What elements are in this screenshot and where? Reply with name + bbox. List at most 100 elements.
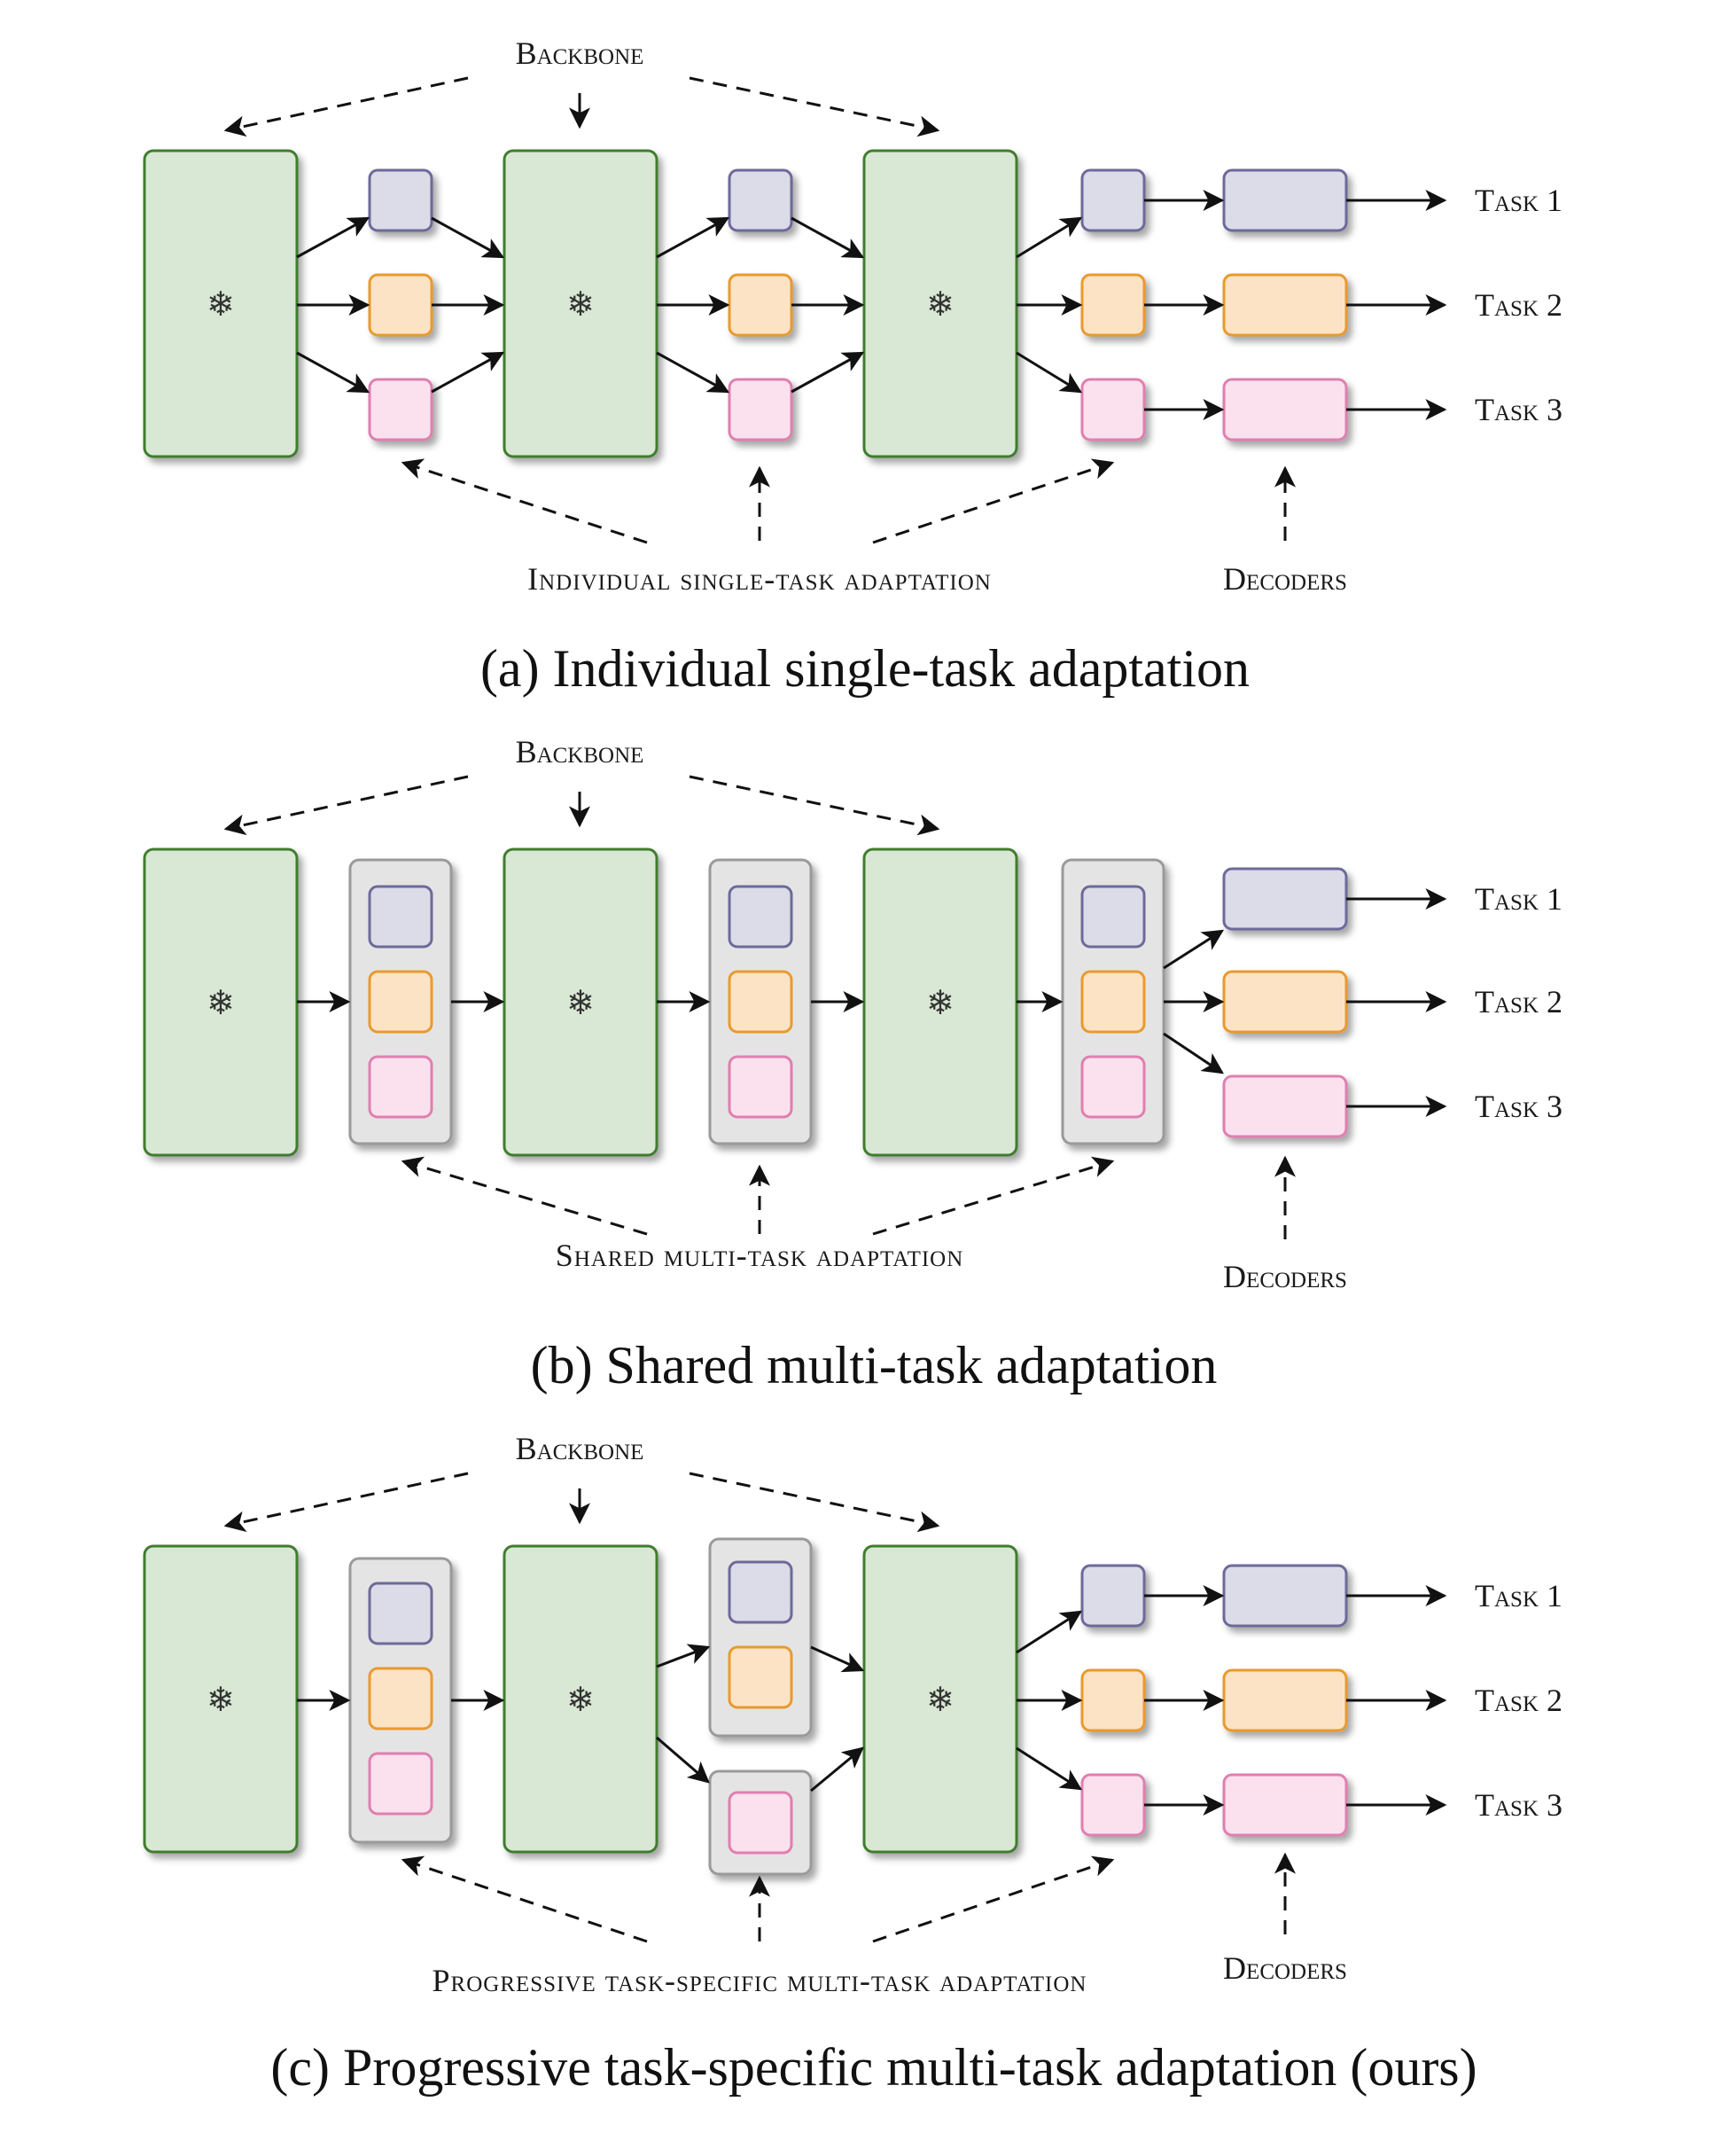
adaptation-label: Shared multi-task adaptation — [556, 1238, 964, 1273]
task-specific-adapter-group — [708, 1769, 813, 1876]
adapter-task2 — [1080, 1668, 1146, 1732]
panel-b: Backbone ❄ ❄ ❄ — [143, 734, 1562, 1394]
snowflake-icon: ❄ — [207, 983, 235, 1022]
decoders — [1222, 168, 1348, 441]
decoders — [1222, 1564, 1348, 1837]
snowflake-icon: ❄ — [566, 983, 595, 1022]
single-task-adapters — [368, 168, 1146, 441]
flow-arrows — [296, 190, 1447, 420]
snowflake-icon: ❄ — [207, 1680, 235, 1719]
adapter-task2 — [368, 273, 433, 337]
adapter-task2 — [728, 273, 793, 337]
caption-b: (b) Shared multi-task adaptation — [531, 1336, 1218, 1394]
task-label-2: Task 2 — [1475, 287, 1562, 323]
decoder-task1 — [1222, 168, 1348, 232]
decoder-task3 — [1222, 378, 1348, 441]
flow-arrows — [297, 888, 1447, 1117]
backbone-label: Backbone — [516, 35, 644, 71]
backbone-pointer-arrows — [223, 775, 940, 836]
adapter-task2 — [1080, 970, 1146, 1034]
adapter-task3 — [728, 1791, 793, 1855]
adaptation-pointer-arrows — [401, 458, 1296, 544]
adapter-task1 — [728, 1560, 793, 1624]
partial-shared-adapter-group — [708, 1537, 813, 1738]
adapter-task2 — [368, 970, 433, 1034]
single-task-adapters — [1080, 1564, 1146, 1837]
backbone-pointer-arrows — [223, 76, 940, 137]
backbone-block-2: ❄ — [503, 1544, 658, 1854]
adaptation-label: Progressive task-specific multi-task ada… — [432, 1963, 1087, 1998]
panel-c: Backbone ❄ ❄ ❄ — [143, 1431, 1562, 2097]
shared-adapter-group — [1061, 858, 1165, 1145]
snowflake-icon: ❄ — [926, 285, 955, 324]
decoder-task2 — [1222, 1668, 1348, 1732]
caption-a: (a) Individual single-task adaptation — [480, 639, 1250, 698]
task-label-3: Task 3 — [1475, 1089, 1562, 1124]
adapter-task3 — [368, 1752, 433, 1816]
shared-adapter-groups — [348, 858, 1165, 1145]
adapter-task1 — [1080, 1564, 1146, 1628]
caption-c: (c) Progressive task-specific multi-task… — [270, 2038, 1477, 2097]
adapter-task3 — [368, 1055, 433, 1119]
backbone-label: Backbone — [516, 1431, 644, 1466]
backbone-block-2: ❄ — [503, 149, 658, 458]
backbone-blocks: ❄ ❄ ❄ — [143, 848, 1018, 1157]
task-label-1: Task 1 — [1475, 183, 1562, 218]
adapter-task2 — [728, 1645, 793, 1709]
task-label-3: Task 3 — [1475, 1787, 1562, 1823]
task-label-3: Task 3 — [1475, 392, 1562, 427]
decoders-label: Decoders — [1223, 561, 1347, 597]
backbone-block-3: ❄ — [862, 848, 1018, 1157]
shared-adapter-group — [708, 858, 813, 1145]
decoder-task2 — [1222, 273, 1348, 337]
decoders — [1222, 867, 1348, 1138]
backbone-block-1: ❄ — [143, 149, 299, 458]
adapter-task1 — [728, 168, 793, 232]
snowflake-icon: ❄ — [566, 1680, 595, 1719]
adapter-task2 — [1080, 273, 1146, 337]
adapter-task1 — [1080, 885, 1146, 949]
task-label-2: Task 2 — [1475, 1683, 1562, 1718]
adapter-task2 — [728, 970, 793, 1034]
adapter-task1 — [728, 885, 793, 949]
adapter-task1 — [1080, 168, 1146, 232]
backbone-blocks: ❄ ❄ ❄ — [143, 1544, 1018, 1854]
backbone-pointer-left — [223, 76, 469, 137]
adaptation-pointer-arrows — [401, 1155, 1296, 1239]
shared-adapter-group — [348, 858, 453, 1145]
adapter-task3 — [1080, 1055, 1146, 1119]
decoder-task2 — [1222, 970, 1348, 1034]
adapter-task3 — [368, 378, 433, 441]
adapter-task1 — [368, 168, 433, 232]
panel-a: Backbone ❄ ❄ ❄ — [143, 35, 1562, 698]
adaptation-pointer-arrows — [401, 1852, 1296, 1943]
task-label-2: Task 2 — [1475, 984, 1562, 1019]
snowflake-icon: ❄ — [566, 285, 595, 324]
decoder-task1 — [1222, 1564, 1348, 1628]
backbone-pointer-right — [689, 76, 940, 137]
adapter-task3 — [728, 1055, 793, 1119]
snowflake-icon: ❄ — [207, 285, 235, 324]
backbone-label: Backbone — [516, 734, 644, 769]
adapter-task3 — [728, 378, 793, 441]
task-label-1: Task 1 — [1475, 1578, 1562, 1613]
snowflake-icon: ❄ — [926, 1680, 955, 1719]
decoder-task1 — [1222, 867, 1348, 931]
backbone-blocks: ❄ ❄ ❄ — [143, 149, 1018, 458]
adaptation-label: Individual single-task adaptation — [527, 561, 992, 597]
backbone-pointer-arrows — [223, 1472, 940, 1533]
flow-arrows — [297, 1585, 1447, 1816]
adapter-task1 — [368, 1582, 433, 1645]
backbone-block-1: ❄ — [143, 1544, 299, 1854]
decoders-label: Decoders — [1223, 1259, 1347, 1294]
adapter-task3 — [1080, 1773, 1146, 1837]
adapter-task2 — [368, 1667, 433, 1730]
adapter-task1 — [368, 885, 433, 949]
backbone-block-3: ❄ — [862, 149, 1018, 458]
decoder-task3 — [1222, 1773, 1348, 1837]
shared-adapter-group — [348, 1557, 453, 1844]
task-label-1: Task 1 — [1475, 881, 1562, 917]
snowflake-icon: ❄ — [926, 983, 955, 1022]
